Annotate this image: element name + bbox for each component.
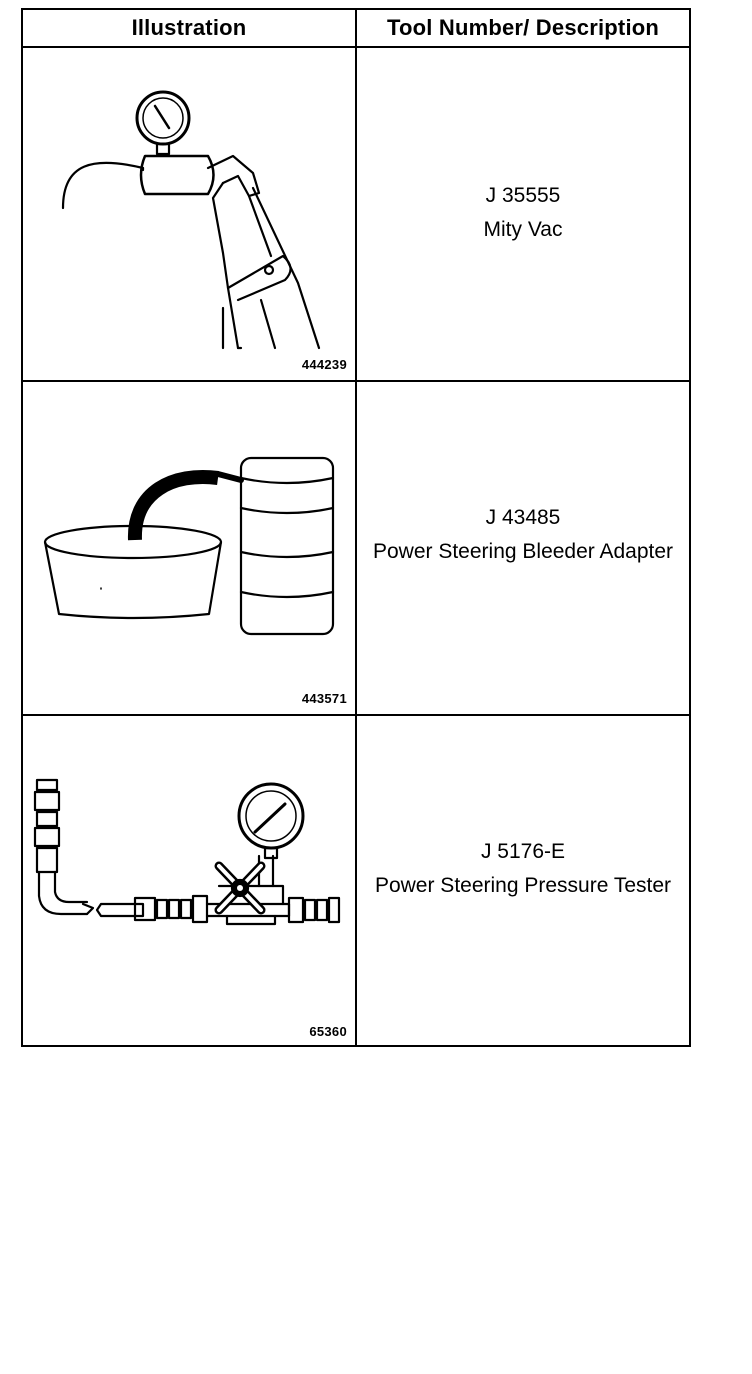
figure-id: 65360	[309, 1024, 347, 1039]
illustration-cell: 443571	[23, 382, 357, 714]
tool-number: J 35555	[485, 184, 561, 207]
pressure-tester-icon	[33, 778, 341, 926]
table-row: 444239 J 35555 Mity Vac	[23, 48, 689, 382]
bleeder-adapter-icon	[43, 456, 335, 636]
figure-id: 443571	[301, 691, 347, 706]
illustration-cell: 444239	[23, 48, 357, 380]
illustration-cell: 65360	[23, 716, 357, 1047]
description-cell: J 43485 Power Steering Bleeder Adapter	[357, 382, 689, 714]
tool-table: Illustration Tool Number/ Description	[21, 8, 691, 1047]
tool-number: J 5176-E	[480, 840, 566, 863]
tool-description: Power Steering Pressure Tester	[374, 874, 672, 897]
figure-id: 444239	[301, 357, 347, 372]
description-cell: J 35555 Mity Vac	[357, 48, 689, 380]
tool-description: Mity Vac	[483, 218, 563, 241]
mity-vac-vacuum-pump-icon	[61, 90, 321, 350]
description-cell: J 5176-E Power Steering Pressure Tester	[357, 716, 689, 1047]
table-row: 65360 J 5176-E Power Steering Pressure T…	[23, 716, 689, 1047]
tool-number: J 43485	[485, 506, 561, 529]
header-illustration: Illustration	[23, 10, 357, 46]
table-row: 443571 J 43485 Power Steering Bleeder Ad…	[23, 382, 689, 716]
tool-description: Power Steering Bleeder Adapter	[372, 540, 674, 563]
table-header-row: Illustration Tool Number/ Description	[23, 10, 689, 48]
header-tool-description: Tool Number/ Description	[386, 15, 660, 40]
